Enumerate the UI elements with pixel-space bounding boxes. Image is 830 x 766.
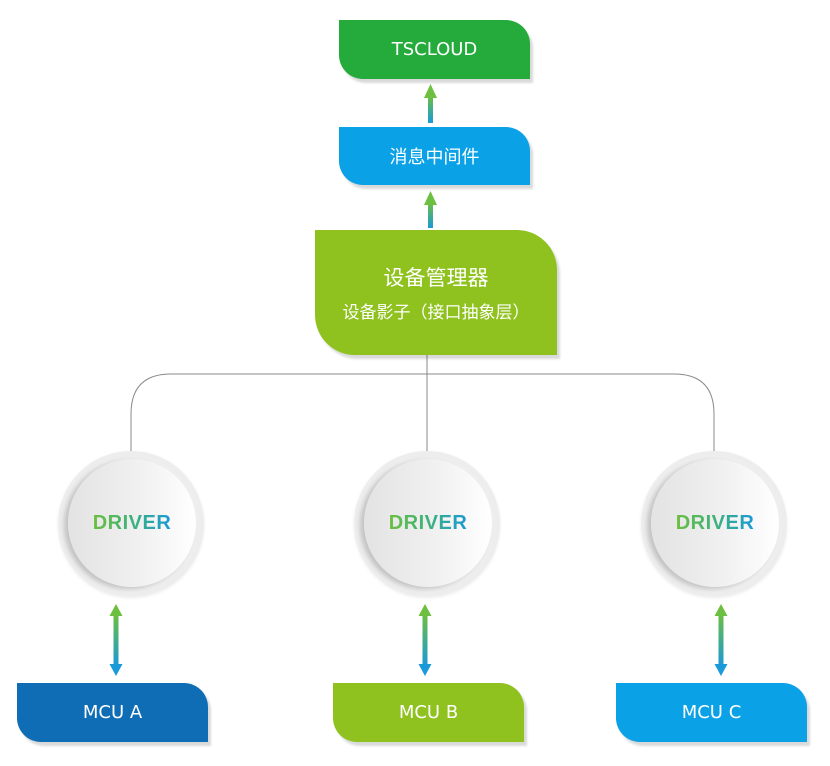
driver-circle: DRIVER	[68, 459, 196, 587]
device-manager-subtitle: 设备影子（接口抽象层）	[342, 303, 530, 323]
mcu-c-node: MCU C	[616, 683, 807, 742]
bidirectional-arrow-icon	[418, 604, 432, 676]
mcu-c-label: MCU C	[681, 702, 742, 723]
driver-node: DRIVER	[641, 451, 787, 597]
arrow-up-icon	[424, 191, 437, 228]
bidirectional-arrow-icon	[714, 604, 728, 676]
arrow-up-icon	[424, 84, 437, 123]
driver-label: DRIVER	[388, 511, 468, 534]
driver-label: DRIVER	[92, 511, 172, 534]
driver-node: DRIVER	[354, 451, 500, 597]
device-manager-title: 设备管理器	[383, 266, 489, 290]
driver-label: DRIVER	[675, 511, 755, 534]
mcu-a-node: MCU A	[17, 683, 208, 742]
driver-node: DRIVER	[58, 451, 204, 597]
mcu-b-label: MCU B	[398, 702, 459, 723]
driver-circle: DRIVER	[364, 459, 492, 587]
middleware-label: 消息中间件	[389, 147, 480, 168]
tree-connector-line	[130, 373, 715, 451]
tscloud-label: TSCLOUD	[391, 39, 478, 60]
driver-circle: DRIVER	[651, 459, 779, 587]
mcu-a-label: MCU A	[82, 702, 143, 723]
tscloud-node: TSCLOUD	[339, 20, 530, 79]
bidirectional-arrow-icon	[109, 604, 123, 676]
device-manager-node: 设备管理器 设备影子（接口抽象层）	[315, 230, 557, 355]
mcu-b-node: MCU B	[333, 683, 524, 742]
middleware-node: 消息中间件	[339, 127, 530, 185]
